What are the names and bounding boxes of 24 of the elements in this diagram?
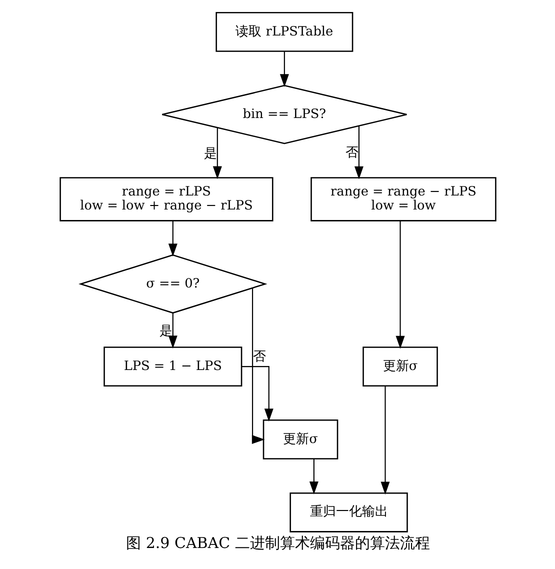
arrow (395, 220, 404, 349)
arrow (354, 126, 363, 180)
arrow (168, 221, 177, 256)
edge-label: 否 (345, 146, 358, 161)
node-box: LPS = 1 − LPS (103, 346, 242, 386)
node-box: range = rLPS low = low + range − rLPS (59, 177, 273, 222)
edge-label: 是 (203, 146, 216, 162)
node-box: range = range − rLPS low = low (310, 177, 496, 222)
arrow (168, 313, 177, 348)
edge-label: 是 (158, 324, 172, 340)
arrow (308, 459, 318, 494)
node-box: 更新σ (362, 346, 438, 386)
node-diamond: bin == LPS? (161, 84, 407, 144)
node-diamond: σ == 0? (78, 254, 267, 314)
arrow (251, 288, 264, 444)
arrow (279, 52, 288, 87)
edge-label: 否 (252, 350, 266, 365)
arrow (241, 366, 273, 422)
node-box: 重归一化输出 (289, 492, 408, 532)
node-box: 读取 rLPSTable (215, 12, 353, 52)
arrow (212, 128, 222, 180)
arrow (380, 386, 390, 495)
node-box: 更新σ (262, 420, 338, 460)
caption: 图 2.9 CABAC 二进制算术编码器的算法流程 (126, 534, 430, 552)
